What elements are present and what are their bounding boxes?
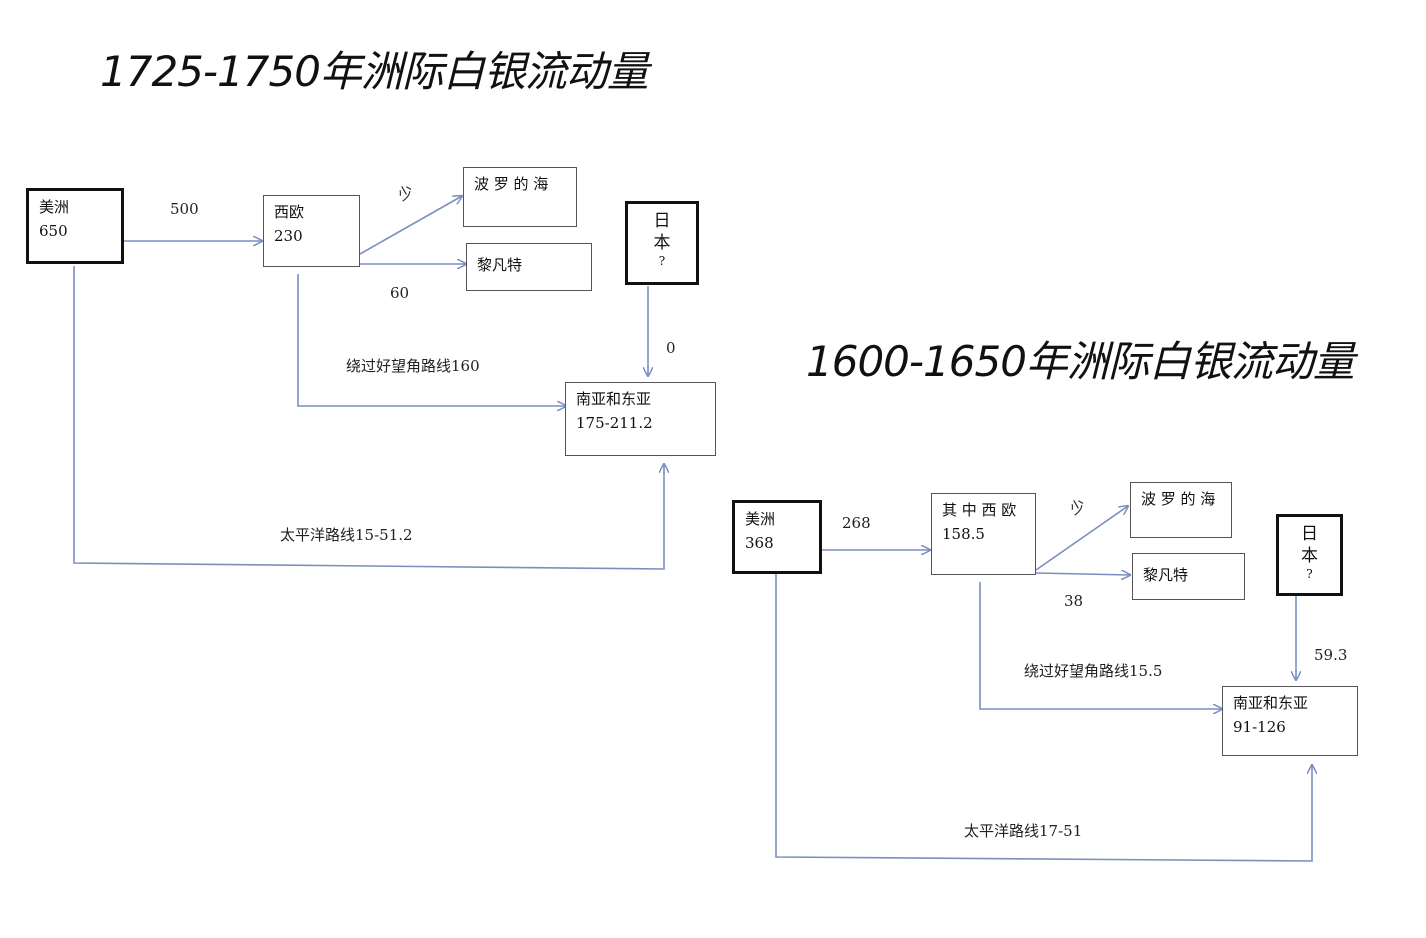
arrow-pacific-route-1 xyxy=(73,266,664,570)
node-americas: 美洲 650 xyxy=(26,188,124,264)
node-name: 日本 xyxy=(653,211,671,253)
diagram-title: 1600-1650年洲际白银流动量 xyxy=(806,337,1355,386)
node-levant: 黎凡特 xyxy=(466,243,592,291)
arrow-cape-route-2 xyxy=(979,582,1222,709)
node-value: 368 xyxy=(745,534,774,552)
flow-label-americas-to-europe: 268 xyxy=(842,514,871,532)
node-name: 日本 xyxy=(1301,524,1318,566)
flow-label-americas-to-europe: 500 xyxy=(170,200,199,218)
arrow-europe-to-baltic-2 xyxy=(1035,506,1128,571)
node-value: 158.5 xyxy=(942,525,985,543)
flow-label-pacific-route: 太平洋路线17-51 xyxy=(964,822,1083,840)
node-value: ? xyxy=(658,254,666,268)
flow-label-japan-to-asia: 0 xyxy=(666,339,676,357)
node-name: 南亚和东亚 xyxy=(576,390,652,408)
diagram-title: 1725-1750年洲际白银流动量 xyxy=(100,47,649,96)
node-name: 西欧 xyxy=(274,203,305,221)
node-name: 美洲 xyxy=(39,198,70,216)
node-baltic: 波 罗 的 海 xyxy=(463,167,577,227)
node-name: 黎凡特 xyxy=(1143,566,1189,584)
node-japan: 日本 ? xyxy=(625,201,699,285)
flow-label-europe-to-levant: 60 xyxy=(390,284,410,302)
node-americas: 美洲 368 xyxy=(732,500,822,574)
flow-label-japan-to-asia: 59.3 xyxy=(1314,646,1348,664)
node-name: 其 中 西 欧 xyxy=(942,501,1017,519)
arrow-pacific-route-2 xyxy=(775,572,1312,862)
node-name: 黎凡特 xyxy=(477,256,523,274)
node-value: 650 xyxy=(39,222,68,240)
node-value: 175-211.2 xyxy=(576,414,653,432)
node-baltic: 波 罗 的 海 xyxy=(1130,482,1232,538)
flow-label-europe-to-levant: 38 xyxy=(1064,592,1084,610)
arrow-europe-to-baltic-1 xyxy=(359,196,462,255)
node-levant: 黎凡特 xyxy=(1132,553,1245,600)
node-name: 美洲 xyxy=(745,510,776,528)
node-value: 91-126 xyxy=(1233,718,1286,736)
node-japan: 日本 ? xyxy=(1276,514,1343,596)
node-value: 230 xyxy=(274,227,303,245)
node-name: 南亚和东亚 xyxy=(1233,694,1309,712)
node-name: 波 罗 的 海 xyxy=(474,175,549,193)
arrow-cape-route-1 xyxy=(297,274,566,406)
flow-label-pacific-route: 太平洋路线15-51.2 xyxy=(280,526,413,544)
node-south-east-asia: 南亚和东亚 175-211.2 xyxy=(565,382,716,456)
node-western-europe: 西欧 230 xyxy=(263,195,360,267)
node-western-europe: 其 中 西 欧 158.5 xyxy=(931,493,1036,575)
flow-label-cape-route: 绕过好望角路线160 xyxy=(346,357,480,375)
node-name: 波 罗 的 海 xyxy=(1141,490,1216,508)
arrow-europe-to-levant-2 xyxy=(1035,573,1130,575)
node-value: ? xyxy=(1306,567,1313,581)
flow-label-cape-route: 绕过好望角路线15.5 xyxy=(1024,662,1163,680)
node-south-east-asia: 南亚和东亚 91-126 xyxy=(1222,686,1358,756)
